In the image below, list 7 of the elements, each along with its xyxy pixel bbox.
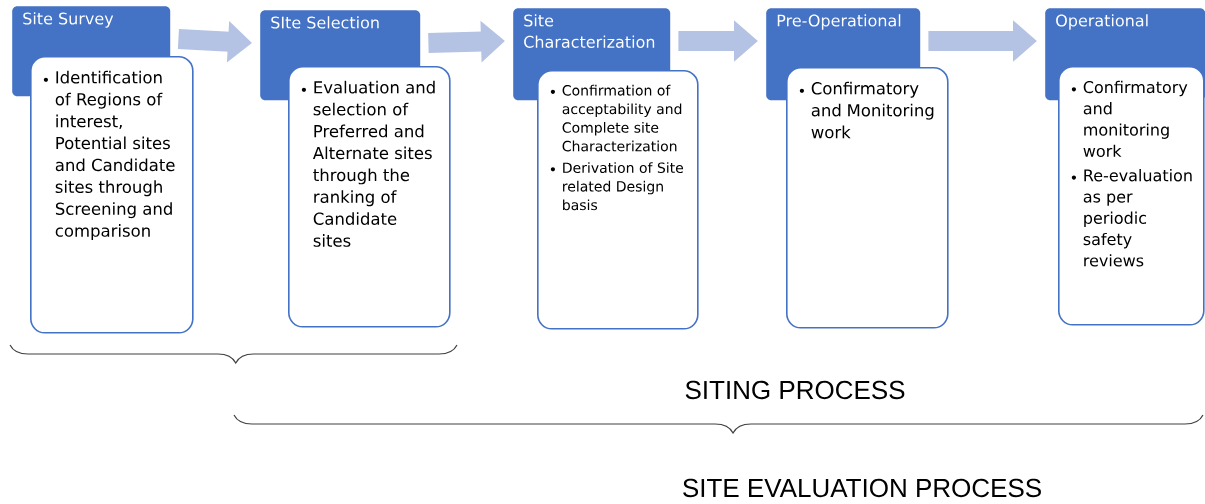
step-card: Confirmation of acceptability and Complete site Characterization Derivation of Site related Design basis <box>537 70 699 330</box>
process-label: SITE EVALUATION PROCESS <box>683 478 1041 498</box>
process-label: SITING PROCESS <box>685 380 905 400</box>
step-card: Evaluation and selection of Preferred and Alternate sites through the ranking of Candidate sites <box>288 66 451 328</box>
step-card: Identification of Regions of interest, Potential sites and Candidate sites through Screening and comparison <box>30 56 194 334</box>
step-card: Confirmatory and Monitoring work <box>786 67 949 329</box>
step-card: Confirmatory and monitoring work Re-evaluation as per periodic safety reviews <box>1058 66 1205 326</box>
